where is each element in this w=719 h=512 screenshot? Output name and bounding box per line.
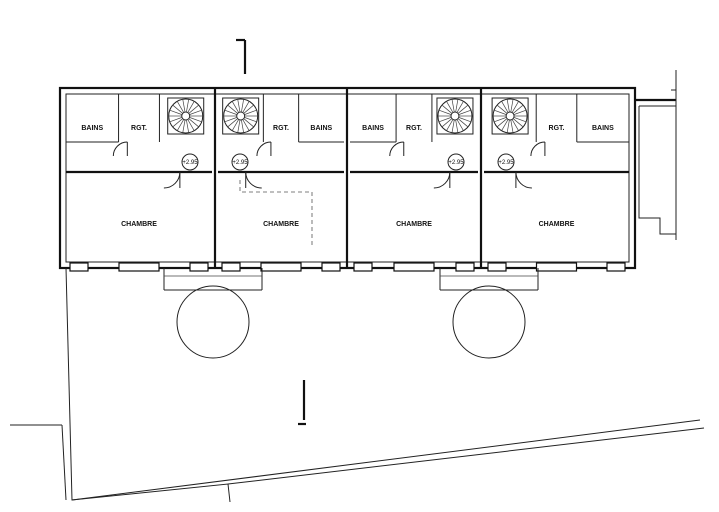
window bbox=[606, 262, 626, 272]
window bbox=[487, 262, 507, 272]
unit-2: +2.95 BAINS RGT. CHAMBRE bbox=[213, 88, 344, 272]
unit-3: +2.95 BAINS RGT. CHAMBRE bbox=[345, 88, 478, 272]
bath-label: BAINS bbox=[362, 125, 384, 132]
section-marker-bottom bbox=[298, 380, 306, 426]
window bbox=[455, 262, 475, 272]
elevation-label: +2.95 bbox=[182, 160, 198, 166]
window bbox=[535, 262, 578, 272]
elevation-label: +2.95 bbox=[448, 160, 464, 166]
window bbox=[321, 262, 341, 272]
unit-1: +2.95 BAINS RGT. CHAMBRE bbox=[66, 94, 212, 272]
window bbox=[189, 262, 209, 272]
window bbox=[221, 262, 241, 272]
window bbox=[393, 262, 435, 272]
storage-label: RGT. bbox=[273, 125, 289, 132]
elevation-marker bbox=[447, 153, 465, 171]
storage-label: RGT. bbox=[549, 125, 565, 132]
window bbox=[118, 262, 160, 272]
room-label: CHAMBRE bbox=[121, 221, 157, 228]
room-label: CHAMBRE bbox=[396, 221, 432, 228]
elevation-marker bbox=[181, 153, 199, 171]
dashed-route bbox=[239, 180, 313, 246]
storage-label: RGT. bbox=[131, 125, 147, 132]
elevation-marker bbox=[231, 153, 249, 171]
window bbox=[69, 262, 89, 272]
room-label: CHAMBRE bbox=[263, 221, 299, 228]
room-label: CHAMBRE bbox=[539, 221, 575, 228]
elevation-label: +2.95 bbox=[232, 160, 248, 166]
elevation-marker bbox=[497, 153, 515, 171]
bath-label: BAINS bbox=[81, 125, 103, 132]
elevation-label: +2.95 bbox=[498, 160, 514, 166]
unit-4: +2.95 BAINS RGT. CHAMBRE bbox=[479, 88, 629, 272]
terrace-outline bbox=[10, 267, 705, 503]
bath-label: BAINS bbox=[310, 125, 332, 132]
units-layer: +2.95 BAINS RGT. CHAMBRE +2.95 BAINS RGT. CHAMB… bbox=[66, 88, 629, 272]
right-annex bbox=[635, 70, 677, 240]
section-marker-top bbox=[236, 38, 247, 74]
window bbox=[260, 262, 302, 272]
bath-label: BAINS bbox=[592, 125, 614, 132]
balcony-right bbox=[439, 268, 539, 359]
balcony-left bbox=[163, 268, 263, 359]
storage-label: RGT. bbox=[406, 125, 422, 132]
window bbox=[353, 262, 373, 272]
